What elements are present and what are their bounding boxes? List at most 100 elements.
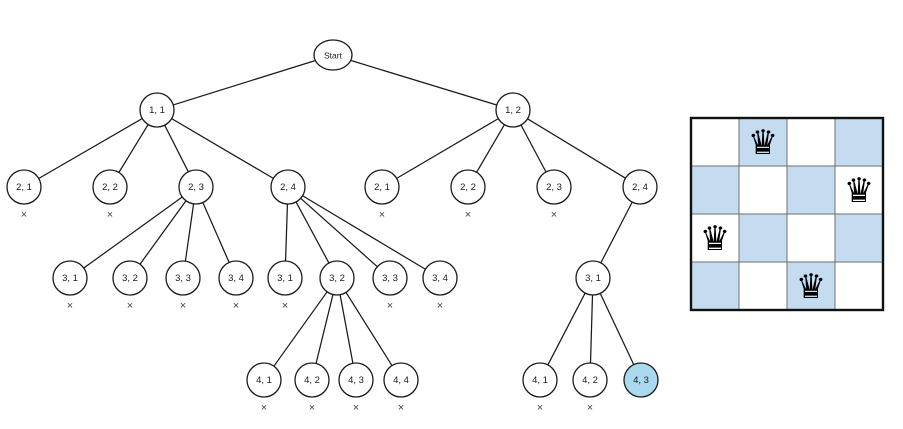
tree-node-shape: [536, 169, 572, 205]
board-cell[interactable]: [691, 118, 739, 166]
tree-node[interactable]: 3, 1: [575, 260, 611, 296]
board-cell[interactable]: [835, 166, 883, 214]
board-cell[interactable]: [691, 262, 739, 310]
tree-node-label: 2, 4: [280, 182, 296, 193]
board-cell[interactable]: [835, 262, 883, 310]
board-cell[interactable]: [787, 166, 835, 214]
tree-node-shape: [52, 260, 88, 296]
tree-node[interactable]: 4, 1×: [522, 362, 558, 414]
dead-end-cross-icon: ×: [551, 209, 557, 221]
queen-icon[interactable]: ♛: [844, 171, 874, 211]
dead-end-cross-icon: ×: [67, 300, 73, 312]
tree-edge: [339, 294, 354, 364]
tree-edge: [476, 124, 505, 173]
tree-edge: [284, 203, 289, 262]
tree-node-shape: [218, 260, 254, 296]
tree-node[interactable]: 4, 2×: [572, 362, 608, 414]
tree-edge: [171, 118, 274, 179]
tree-edge: [599, 293, 635, 365]
tree-node-shape: [313, 39, 353, 71]
dead-end-cross-icon: ×: [387, 300, 393, 312]
dead-end-cross-icon: ×: [398, 402, 404, 414]
board-cell[interactable]: [787, 262, 835, 310]
board-cell[interactable]: [691, 166, 739, 214]
tree-edge: [273, 291, 328, 367]
tree-node-shape: [383, 362, 419, 398]
dead-end-cross-icon: ×: [21, 209, 27, 221]
board-cell[interactable]: [787, 214, 835, 262]
tree-node[interactable]: 3, 3×: [165, 260, 201, 312]
tree-node-label: 4, 3: [348, 375, 364, 386]
tree-node[interactable]: 3, 4 ×: [218, 260, 254, 312]
tree-node[interactable]: 3, 2 ×: [112, 260, 148, 312]
tree-node-shape: [450, 169, 486, 205]
tree-node[interactable]: Start: [313, 39, 353, 71]
board-cell[interactable]: [835, 214, 883, 262]
dead-end-cross-icon: ×: [309, 402, 315, 414]
queen-icon[interactable]: ♛: [700, 219, 730, 259]
tree-node-label: 2, 4: [632, 182, 648, 193]
tree-node[interactable]: 1, 1: [139, 92, 175, 128]
dead-end-cross-icon: ×: [127, 300, 133, 312]
tree-node-label: 3, 2: [122, 273, 138, 284]
tree-edge: [520, 124, 547, 173]
tree-node[interactable]: 3, 4×: [422, 260, 458, 312]
tree-node[interactable]: 2, 1×: [364, 169, 400, 221]
tree-edge: [184, 203, 195, 262]
tree-node-shape: [522, 362, 558, 398]
board-cell[interactable]: [835, 118, 883, 166]
tree-edge: [302, 195, 426, 270]
tree-node-label: 4, 1: [532, 375, 548, 386]
board-cell[interactable]: [739, 166, 787, 214]
tree-node[interactable]: 2, 2×: [450, 169, 486, 221]
tree-node[interactable]: 3, 2: [319, 260, 355, 296]
tree-edge: [139, 200, 187, 265]
tree-node[interactable]: 2, 3×: [536, 169, 572, 221]
tree-node[interactable]: 3, 1×: [52, 260, 88, 312]
tree-edge: [347, 58, 497, 106]
queen-icon[interactable]: ♛: [796, 267, 826, 307]
board-cell[interactable]: [739, 262, 787, 310]
dead-end-cross-icon: ×: [233, 300, 239, 312]
queen-icon[interactable]: ♛: [748, 123, 778, 163]
tree-node[interactable]: 2, 3: [178, 169, 214, 205]
board-cell[interactable]: [691, 214, 739, 262]
board-border: [689, 116, 885, 312]
tree-edge: [589, 294, 594, 364]
tree-edge: [300, 197, 378, 268]
tree-node-shape: [338, 362, 374, 398]
tree-node-label: 3, 1: [277, 273, 293, 284]
tree-node-label: 3, 4: [228, 273, 244, 284]
tree-node-shape: [6, 169, 42, 205]
board-cell[interactable]: [739, 118, 787, 166]
tree-node[interactable]: 4, 2×: [294, 362, 330, 414]
tree-node-label: 2, 2: [102, 182, 118, 193]
dead-end-cross-icon: ×: [587, 402, 593, 414]
tree-node-label: 4, 3: [633, 375, 649, 386]
board-cell[interactable]: [739, 214, 787, 262]
tree-node-shape: [294, 362, 330, 398]
tree-node-shape: [267, 260, 303, 296]
tree-node[interactable]: 4, 1×: [246, 362, 282, 414]
tree-node-label: 2, 1: [16, 182, 32, 193]
tree-node[interactable]: 2, 1 ×: [6, 169, 42, 221]
dead-end-cross-icon: ×: [282, 300, 288, 312]
tree-node[interactable]: 2, 4: [622, 169, 658, 205]
tree-node[interactable]: 4, 4×: [383, 362, 419, 414]
tree-node[interactable]: 4, 3×: [338, 362, 374, 414]
tree-node-label: 1, 1: [149, 105, 165, 116]
tree-node-label: 3, 2: [329, 273, 345, 284]
board-cell[interactable]: [787, 118, 835, 166]
tree-node-shape: [575, 260, 611, 296]
dead-end-cross-icon: ×: [180, 300, 186, 312]
tree-node-label: 2, 2: [460, 182, 476, 193]
tree-node[interactable]: 4, 3: [623, 362, 659, 398]
tree-node[interactable]: 1, 2: [495, 92, 531, 128]
tree-node[interactable]: 3, 3×: [372, 260, 408, 312]
tree-node[interactable]: 3, 1 ×: [267, 260, 303, 312]
tree-node[interactable]: 2, 4: [270, 169, 306, 205]
tree-node[interactable]: 2, 2×: [92, 169, 128, 221]
tree-node-label: 3, 4: [432, 273, 448, 284]
tree-edge: [527, 118, 626, 179]
